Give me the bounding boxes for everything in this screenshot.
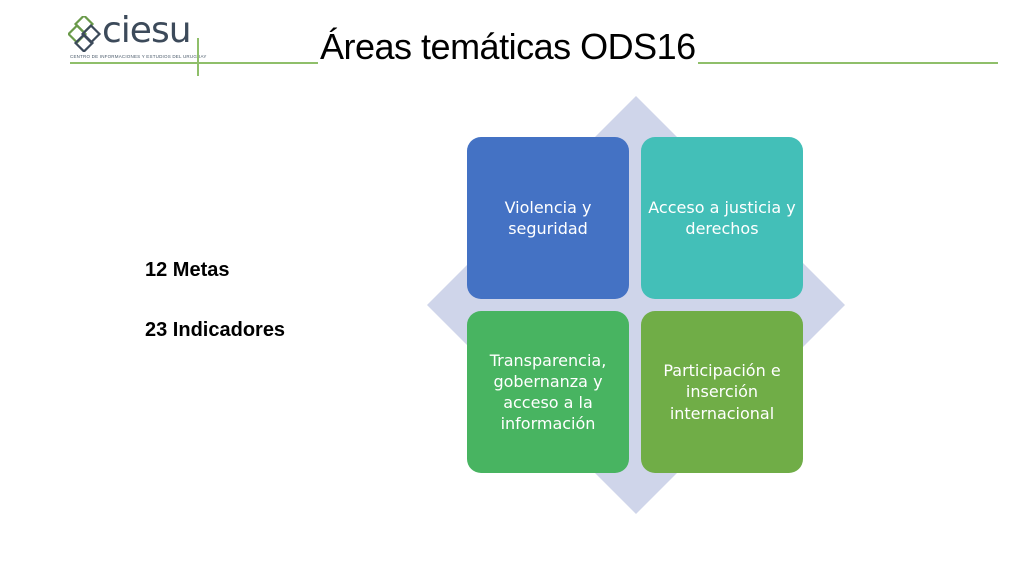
area-label: Transparencia, gobernanza y acceso a la … — [489, 350, 607, 434]
metas-count: 12 Metas — [145, 259, 230, 281]
area-box-violencia: Violencia y seguridad — [467, 137, 629, 299]
slide-title: Áreas temáticas ODS16 — [318, 26, 698, 68]
logo-subtitle: CENTRO DE INFORMACIONES Y ESTUDIOS DEL U… — [70, 54, 207, 59]
area-label: Violencia y seguridad — [504, 197, 592, 238]
area-label: Participación e inserción internacional — [663, 361, 781, 423]
ciesu-logo: ciesu CENTRO DE INFORMACIONES Y ESTUDIOS… — [68, 10, 208, 64]
header-divider — [197, 38, 199, 76]
logo-text: ciesu — [102, 10, 192, 51]
indicadores-count: 23 Indicadores — [145, 319, 286, 341]
logo-mark-icon — [68, 16, 102, 52]
area-label: Acceso a justicia y derechos — [648, 197, 796, 238]
area-box-transparencia: Transparencia, gobernanza y acceso a la … — [467, 311, 629, 473]
area-box-participacion: Participación e inserción internacional — [641, 311, 803, 473]
area-box-justicia: Acceso a justicia y derechos — [641, 137, 803, 299]
